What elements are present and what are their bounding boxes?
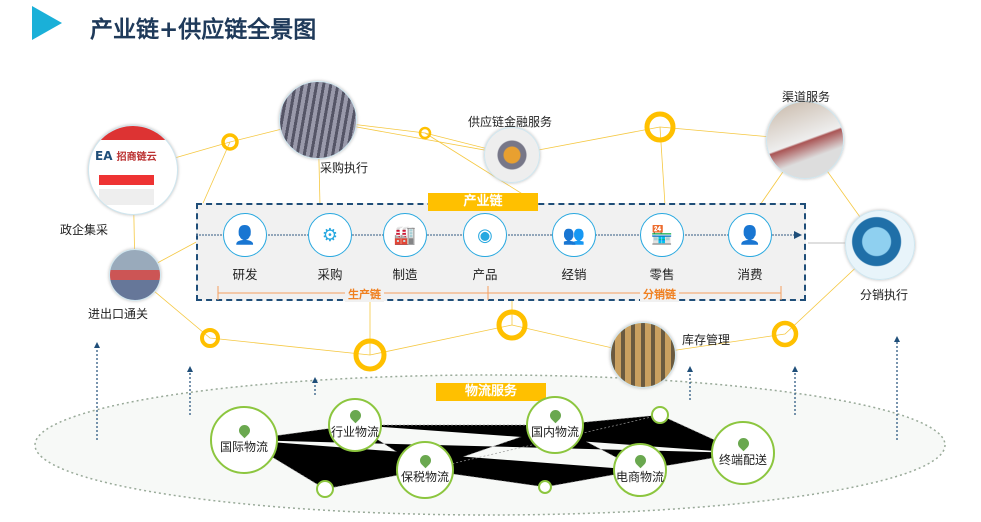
step-label: 产品 [472,267,498,282]
map-pin-icon [417,452,433,469]
purchase-icon: ⚙ [308,213,352,257]
logistics-node: 电商物流 [613,443,667,497]
store-icon: 🏪 [640,213,684,257]
label-purchase-exec: 采购执行 [320,161,369,175]
step-label: 消费 [737,267,763,282]
finance-image [484,127,540,183]
group-icon: 👥 [552,213,596,257]
map-pin-icon [632,452,648,469]
label-customs: 进出口通关 [88,307,149,321]
yellow-ring [200,328,220,348]
step-label: 研发 [232,267,258,282]
factory-icon: 🏭 [383,213,427,257]
logistics-node: 行业物流 [328,398,382,452]
green-node [316,480,334,498]
customs-image [109,249,161,301]
production-chain-label: 生产链 [345,286,384,302]
green-node [538,480,552,494]
product-icon: ◉ [463,213,507,257]
title-triangle-icon [32,6,62,40]
yellow-ring [496,309,528,341]
label-inventory: 库存管理 [682,333,731,347]
logistics-node: 终端配送 [711,421,775,485]
chain-connectors [196,231,802,300]
page-title: 产业链+供应链全景图 [90,17,317,43]
engineer-icon: 👤 [223,213,267,257]
yellow-ring [353,338,387,372]
purchase-exec-image [279,81,357,159]
logistics-header: 物流服务 [436,383,546,401]
step-label: 制造 [392,267,418,282]
yellow-ring [418,126,432,140]
map-pin-icon [735,435,751,452]
channel-image [766,101,844,179]
logistics-ellipse [34,374,946,516]
logistics-node: 国际物流 [210,406,278,474]
label-gov: 政企集采 [60,223,109,237]
map-pin-icon [547,407,563,424]
step-label: 零售 [649,267,675,282]
label-channel: 渠道服务 [782,90,831,104]
globe-image [845,210,915,280]
gov-procurement-image: EA 招商链云 [88,125,178,215]
distribution-chain-label: 分销链 [640,286,679,302]
industry-chain-header: 产业链 [428,193,538,211]
map-pin-icon [347,407,363,424]
label-finance: 供应链金融服务 [468,115,553,129]
map-pin-icon [236,422,252,439]
consumer-icon: 👤 [728,213,772,257]
logistics-node: 保税物流 [396,441,454,499]
inventory-image [610,322,676,388]
yellow-ring [221,133,239,151]
step-label: 经销 [561,267,587,282]
logistics-node: 国内物流 [526,396,584,454]
yellow-ring [644,111,676,143]
green-node [651,406,669,424]
yellow-ring [771,320,799,348]
label-dist-exec: 分销执行 [860,288,909,302]
step-label: 采购 [317,267,343,282]
